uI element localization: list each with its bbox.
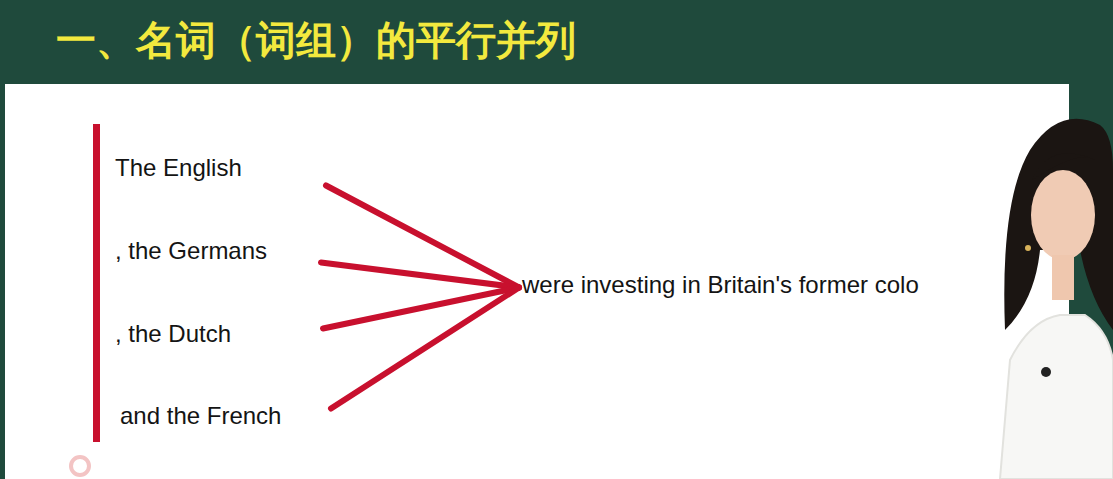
bracket-bar: [93, 124, 100, 442]
converging-line: [326, 186, 519, 288]
subject-phrase: and the French: [120, 402, 330, 435]
phrase-text: and the French: [120, 402, 281, 431]
presenter-figure: [1000, 119, 1113, 479]
converging-line: [331, 288, 519, 409]
logo-mark: [71, 457, 89, 475]
subject-phrase: , the Dutch: [115, 320, 322, 353]
predicate-phrase: were investing in Britain's former colo: [522, 271, 925, 304]
phrase-text: , the Dutch: [115, 320, 231, 349]
phrase-text: The English: [115, 154, 242, 183]
subject-phrase: , the Germans: [115, 237, 320, 270]
phrase-text: were investing in Britain's former colo: [522, 271, 919, 300]
slide-title: 一、名词（词组）的平行并列: [56, 18, 576, 62]
converging-line: [321, 263, 519, 288]
phrase-text: , the Germans: [115, 237, 267, 266]
white-panel: [5, 84, 1069, 479]
subject-phrase: The English: [115, 154, 325, 187]
